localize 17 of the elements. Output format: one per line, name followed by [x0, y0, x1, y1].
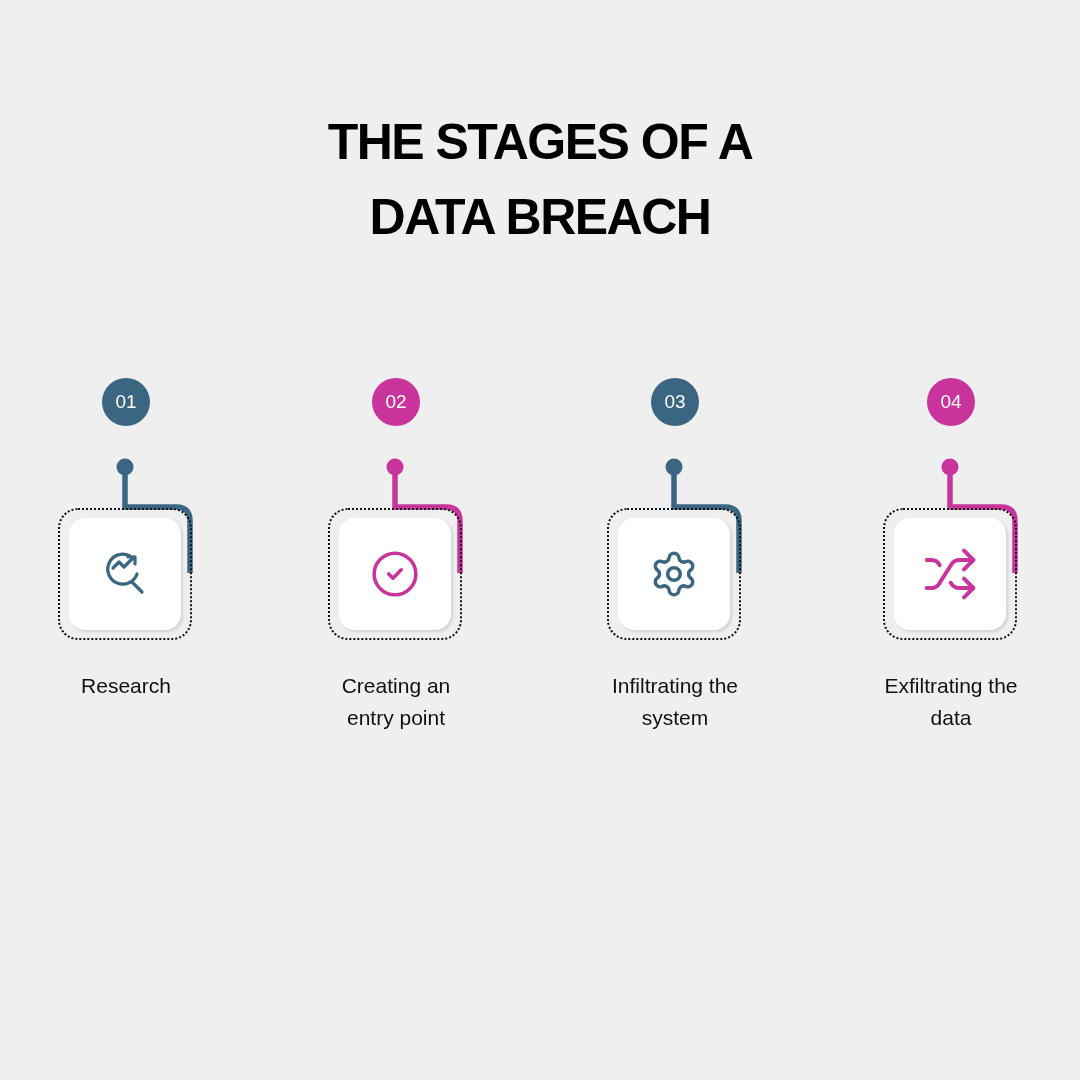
step-number: 01 — [102, 378, 150, 426]
stage-caption: Creating an entry point — [340, 673, 452, 731]
icon-card — [328, 508, 462, 640]
title: THE STAGES OF A DATA BREACH — [326, 113, 754, 247]
step-number: 02 — [372, 378, 420, 426]
stage-caption: Infiltrating the system — [610, 673, 740, 731]
hook-connector — [116, 458, 193, 573]
icon-card — [607, 508, 741, 640]
icon-card — [58, 508, 192, 640]
hook-connector — [941, 458, 1018, 573]
step-number: 04 — [927, 378, 975, 426]
hook-connector — [665, 458, 742, 573]
hook-connector — [386, 458, 463, 573]
icon-card — [883, 508, 1017, 640]
stage-caption: Research — [80, 673, 172, 699]
step-number: 03 — [651, 378, 699, 426]
stage-caption: Exfiltrating the data — [883, 673, 1019, 731]
